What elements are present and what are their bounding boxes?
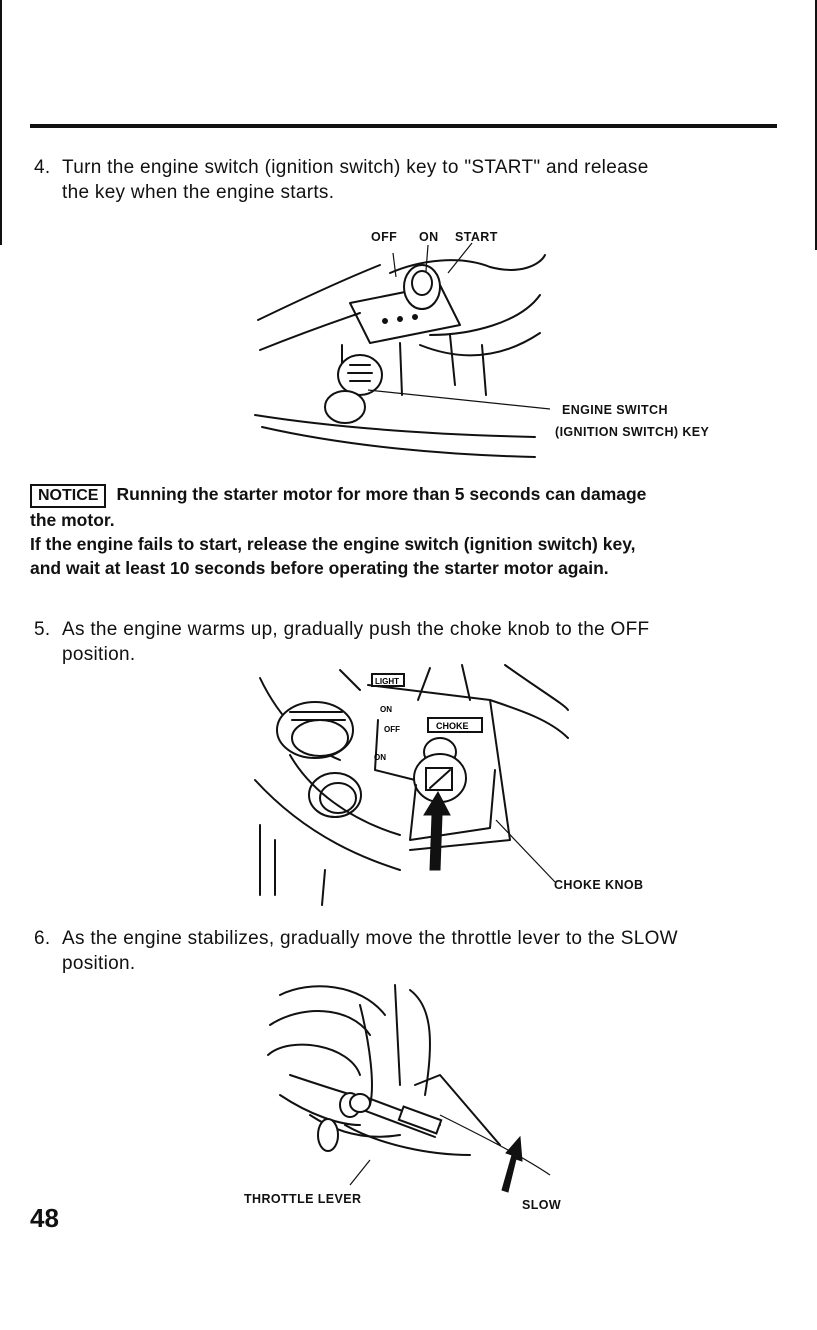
choke-mark-on-lower: ON: [374, 753, 386, 762]
on-position-label: ON: [419, 230, 439, 244]
page-edge-right: [815, 0, 817, 250]
step-number: 6.: [34, 928, 51, 949]
step-4: 4. Turn the engine switch (ignition swit…: [34, 155, 782, 207]
choke-mark-on-upper: ON: [380, 705, 392, 714]
throttle-lever-label: THROTTLE LEVER: [244, 1192, 362, 1206]
choke-knob-illustration: ON OFF ON LIGHT CHOKE: [254, 664, 569, 906]
step-text-line: Turn the engine switch (ignition switch)…: [62, 157, 649, 178]
step-number: 4.: [34, 157, 51, 178]
choke-tag-text: CHOKE: [436, 721, 469, 731]
choke-knob-label: CHOKE KNOB: [554, 878, 644, 892]
step-text-line: As the engine warms up, gradually push t…: [62, 619, 650, 640]
engine-switch-label: ENGINE SWITCH: [562, 403, 668, 417]
off-position-label: OFF: [371, 230, 398, 244]
header-rule: [30, 124, 777, 128]
step-text-line: As the engine stabilizes, gradually move…: [62, 928, 678, 949]
slow-label: SLOW: [522, 1198, 562, 1212]
step-text-line: position.: [62, 953, 136, 974]
step-5: 5. As the engine warms up, gradually pus…: [34, 617, 782, 669]
lights-tag-text: LIGHT: [375, 677, 399, 686]
step-text-line: the key when the engine starts.: [62, 182, 335, 203]
notice-block: NOTICE Running the starter motor for more…: [30, 482, 782, 580]
step-6: 6. As the engine stabilizes, gradually m…: [34, 926, 782, 978]
step-text-line: position.: [62, 644, 136, 665]
ignition-switch-figure: [250, 225, 551, 465]
notice-text: If the engine fails to start, release th…: [30, 534, 636, 554]
notice-text: the motor.: [30, 510, 115, 530]
notice-badge: NOTICE: [30, 484, 107, 508]
page-edge-left: [0, 0, 2, 245]
ignition-switch-illustration: [254, 242, 551, 458]
ignition-key-label: (IGNITION SWITCH) KEY: [555, 425, 710, 439]
page-number: 48: [30, 1203, 59, 1233]
choke-mark-off: OFF: [384, 725, 400, 734]
notice-text: Running the starter motor for more than …: [116, 484, 647, 504]
start-position-label: START: [455, 230, 498, 244]
step-number: 5.: [34, 619, 51, 640]
notice-text: and wait at least 10 seconds before oper…: [30, 558, 609, 578]
choke-knob-figure: ON OFF ON LIGHT CHOKE: [250, 660, 580, 910]
throttle-lever-illustration: [267, 984, 551, 1193]
throttle-lever-figure: [250, 975, 570, 1195]
